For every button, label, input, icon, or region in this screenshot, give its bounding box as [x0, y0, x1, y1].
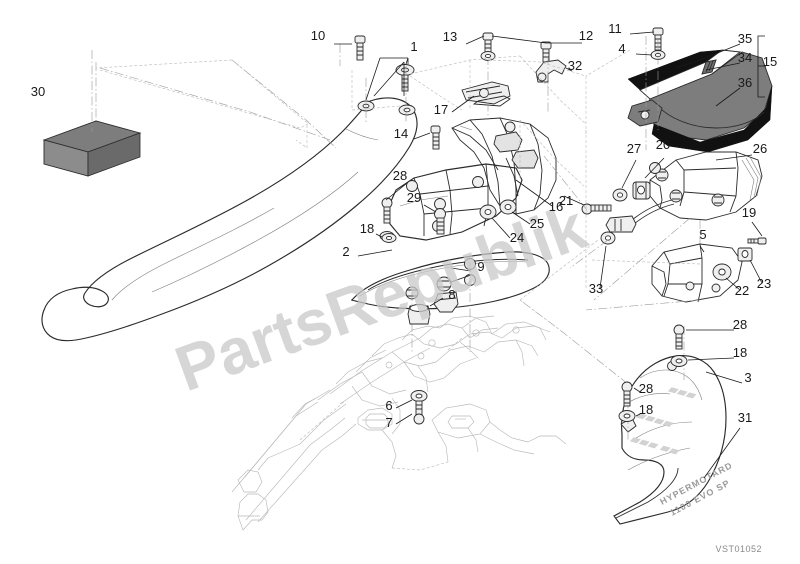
- callout-number-28: 28: [639, 381, 653, 396]
- callout-number-20: 20: [656, 137, 670, 152]
- fastener-7-screw-frame: [413, 400, 425, 425]
- fastener-18-washer-right-lower: [618, 410, 636, 422]
- tail-cover-vent: [701, 59, 717, 75]
- callout-number-5: 5: [699, 227, 706, 242]
- leader-lines: [334, 31, 763, 479]
- callout-number-7: 7: [385, 415, 392, 430]
- callout-number-14: 14: [394, 126, 408, 141]
- callout-number-22: 22: [735, 283, 749, 298]
- callout-number-30: 30: [31, 84, 45, 99]
- callout-number-8: 8: [448, 287, 455, 302]
- callout-number-24: 24: [510, 230, 524, 245]
- fastener-28-screw-right-upper: [673, 324, 685, 350]
- fastener-25-grommet: [499, 199, 517, 215]
- callout-number-28: 28: [733, 317, 747, 332]
- drawing-id-label: VST01052: [715, 544, 762, 554]
- callout-number-15: 15: [763, 54, 777, 69]
- part-17-bracket: [461, 56, 511, 120]
- callout-number-1: 1: [410, 39, 417, 54]
- part-26-tail-light: [593, 151, 763, 301]
- callout-number-31: 31: [738, 410, 752, 425]
- callout-number-35: 35: [738, 31, 752, 46]
- callout-number-18: 18: [733, 345, 747, 360]
- callout-number-27: 27: [627, 141, 641, 156]
- callout-number-21: 21: [559, 193, 573, 208]
- part-15-tail-cover-assembly: [627, 36, 773, 153]
- fastener-18-washer-seat: [381, 233, 397, 243]
- callout-number-34: 34: [738, 50, 752, 65]
- callout-number-2: 2: [342, 244, 349, 259]
- callout-bracket-15: [757, 35, 766, 98]
- callout-number-16: 16: [549, 199, 563, 214]
- fastener-13-screw: [480, 32, 496, 61]
- callout-number-11: 11: [608, 21, 622, 36]
- fastener-22-grommet: [712, 263, 732, 281]
- callout-number-6: 6: [385, 398, 392, 413]
- fastener-8-bushing: [407, 304, 431, 325]
- callout-number-28: 28: [393, 168, 407, 183]
- fastener-27-washer: [612, 188, 628, 202]
- fastener-24-grommet: [479, 204, 497, 220]
- part-32-cable-clip: [535, 56, 567, 114]
- fastener-29-screw: [434, 208, 446, 235]
- fastener-6-washer-frame: [410, 390, 428, 402]
- fastener-1-washers: [357, 64, 416, 124]
- fastener-33-grommet: [569, 231, 616, 269]
- decal-graphic-3: ▰▰▰ ▰▰: [628, 431, 681, 459]
- callout-number-36: 36: [738, 75, 752, 90]
- decal-graphic-1: ▰▰▰: [666, 381, 698, 403]
- part-20-grommet: [632, 181, 651, 200]
- fastener-23-bushing: [737, 247, 753, 262]
- callout-number-29: 29: [407, 190, 421, 205]
- part-31-decal-strip: HYPERMOTARD 1100 EVO SP: [658, 460, 734, 518]
- fastener-28-screw-right-lower: [621, 381, 633, 407]
- fastener-12-screw: [540, 41, 552, 63]
- callout-number-9: 9: [477, 259, 484, 274]
- callout-number-18: 18: [639, 402, 653, 417]
- part-5-lamp-bracket: [585, 243, 743, 311]
- fastener-18-washer-right-upper: [670, 355, 688, 367]
- callout-number-17: 17: [434, 102, 448, 117]
- callout-number-10: 10: [311, 28, 325, 43]
- callout-number-13: 13: [443, 29, 457, 44]
- callout-number-25: 25: [530, 216, 544, 231]
- callout-number-32: 32: [568, 58, 582, 73]
- callout-number-4: 4: [618, 41, 625, 56]
- callout-number-18: 18: [360, 221, 374, 236]
- fastener-19-bolt: [747, 237, 767, 245]
- callout-number-3: 3: [744, 370, 751, 385]
- part-30-seat-block: [42, 50, 142, 177]
- callout-number-33: 33: [589, 281, 603, 296]
- fastener-10-screw: [354, 35, 366, 61]
- callout-number-23: 23: [757, 276, 771, 291]
- callout-number-19: 19: [742, 205, 756, 220]
- callout-number-26: 26: [753, 141, 767, 156]
- fastener-14-screw: [430, 125, 441, 150]
- projection-lines: [339, 44, 701, 331]
- seat-assembly-outline: [41, 59, 418, 342]
- callout-number-12: 12: [579, 28, 593, 43]
- fastener-21-bolt: [543, 155, 612, 215]
